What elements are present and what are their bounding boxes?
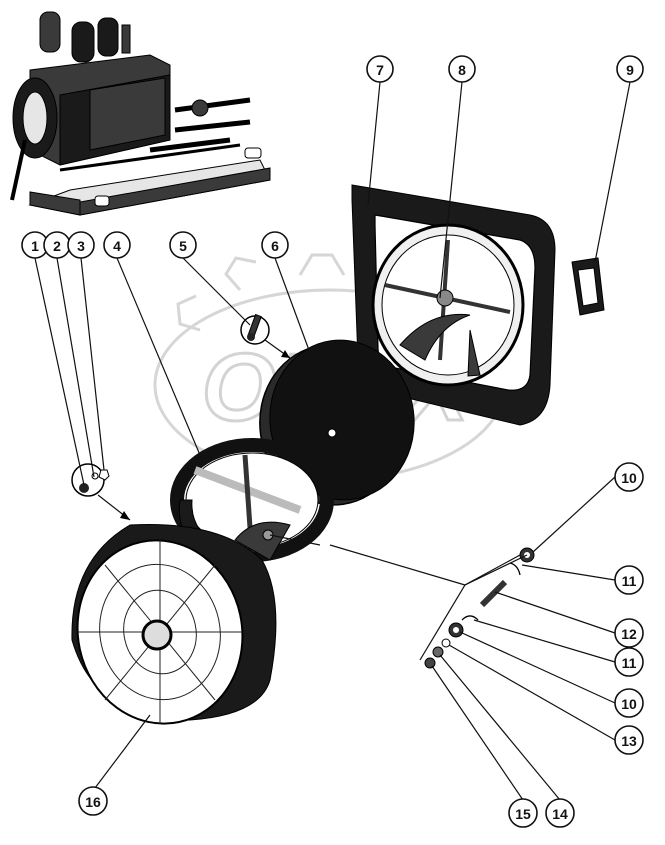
callout-7: 7	[366, 55, 394, 83]
callouts: 1 2 3 4 5 6 7 8 9 10 11 12 11 10 13 14 1…	[21, 55, 644, 828]
svg-text:6: 6	[271, 238, 279, 254]
leader-lines	[34, 81, 631, 801]
svg-text:7: 7	[376, 62, 384, 78]
callout-14: 14	[545, 798, 575, 828]
svg-text:12: 12	[621, 626, 637, 642]
svg-text:14: 14	[552, 806, 568, 822]
svg-text:11: 11	[622, 573, 637, 589]
svg-text:4: 4	[113, 238, 121, 254]
fan-housing-frame	[351, 184, 556, 426]
svg-text:15: 15	[515, 806, 531, 822]
callout-10-upper: 10	[614, 462, 644, 492]
callout-10-lower: 10	[614, 688, 644, 718]
callout-13: 13	[614, 725, 644, 755]
callout-2: 2	[43, 231, 71, 259]
svg-text:13: 13	[621, 733, 637, 749]
svg-text:2: 2	[53, 238, 61, 254]
callout-8: 8	[448, 55, 476, 83]
callout-9: 9	[616, 55, 644, 83]
callout-15: 15	[508, 798, 538, 828]
callout-3: 3	[67, 231, 95, 259]
hub-shaft-parts	[424, 547, 535, 669]
svg-text:9: 9	[626, 62, 634, 78]
impeller-ring	[170, 438, 334, 601]
fasteners-group	[71, 463, 110, 497]
bolt	[240, 313, 270, 345]
callout-12: 12	[614, 618, 644, 648]
svg-text:16: 16	[85, 794, 101, 810]
callout-5: 5	[169, 231, 197, 259]
svg-text:10: 10	[621, 696, 637, 712]
callout-11-upper: 11	[614, 565, 644, 595]
svg-text:5: 5	[179, 238, 187, 254]
callout-6: 6	[261, 231, 289, 259]
engine-assembly-thumbnail	[10, 11, 271, 216]
svg-text:1: 1	[31, 238, 39, 254]
svg-text:11: 11	[622, 655, 637, 671]
svg-text:10: 10	[621, 470, 637, 486]
callout-4: 4	[103, 231, 131, 259]
fan-guard-cover	[71, 523, 277, 725]
svg-text:3: 3	[77, 238, 85, 254]
callout-11-lower: 11	[614, 647, 644, 677]
svg-text:8: 8	[458, 62, 466, 78]
callout-16: 16	[78, 786, 108, 816]
gasket	[571, 257, 605, 316]
